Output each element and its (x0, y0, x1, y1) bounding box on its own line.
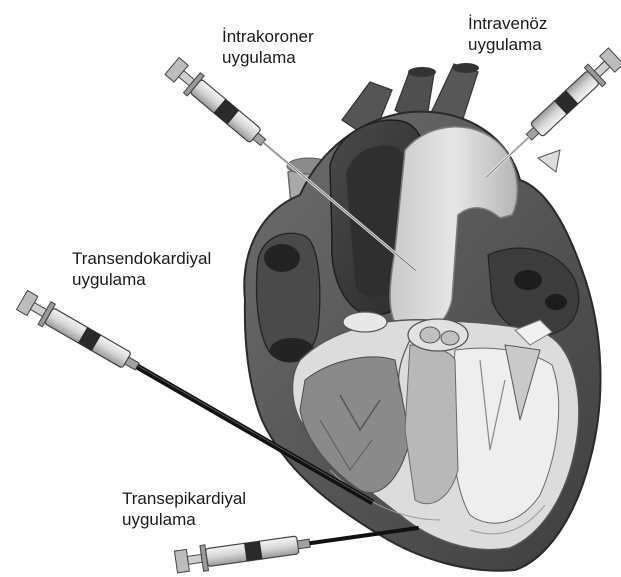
intracoronary-label: İntrakoroner uygulama (222, 26, 314, 68)
transendocardial-label: Transendokardiyal uygulama (72, 248, 211, 290)
transendocardial-label-line1: Transendokardiyal (72, 248, 211, 269)
intravenous-label: İntravenöz uygulama (468, 13, 547, 55)
transendocardial-label-line2: uygulama (72, 269, 211, 290)
intracoronary-label-line2: uygulama (222, 47, 314, 68)
ventricle-cutaway (293, 320, 579, 550)
intracoronary-label-line1: İntrakoroner (222, 26, 314, 47)
intravenous-label-line1: İntravenöz (468, 13, 547, 34)
transepicardial-label: Transepikardiyal uygulama (122, 488, 246, 530)
transepicardial-label-line1: Transepikardiyal (122, 488, 246, 509)
intravenous-label-line2: uygulama (468, 34, 547, 55)
transepicardial-label-line2: uygulama (122, 509, 246, 530)
right-atrium (257, 233, 320, 362)
intravenous-line-tip (538, 150, 560, 172)
